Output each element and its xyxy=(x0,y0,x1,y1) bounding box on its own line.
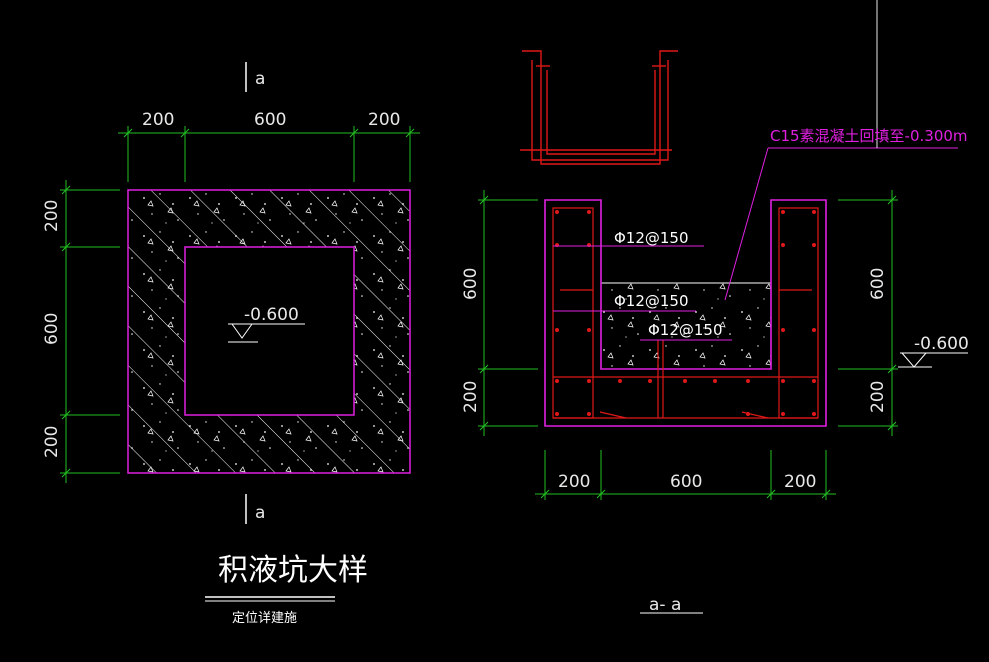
rebar-label-1: Φ12@150 xyxy=(614,229,689,247)
plan-subtitle: 定位详建施 xyxy=(232,611,297,626)
plan-level-label: -0.600 xyxy=(244,305,299,325)
plan-dim-left-1: 200 xyxy=(42,200,62,232)
plan-level-symbol xyxy=(228,323,305,343)
section-dim-right xyxy=(838,190,898,436)
section-dim-left-2: 200 xyxy=(461,381,481,413)
section-dim-left-1: 600 xyxy=(461,268,481,300)
section-fill xyxy=(601,283,771,369)
plan-dim-top xyxy=(118,126,420,182)
section-outline xyxy=(544,199,827,427)
rebar-detail xyxy=(520,50,678,165)
section-dim-right-2: 200 xyxy=(868,381,888,413)
plan-inner-outline xyxy=(184,246,355,416)
section-mark-top: a xyxy=(255,69,265,89)
plan-dim-left-3: 200 xyxy=(42,426,62,458)
section-dim-left xyxy=(478,190,538,436)
section-dim-bottom xyxy=(535,450,836,500)
section-level-symbol xyxy=(898,352,968,368)
section-rebar xyxy=(552,207,819,419)
rebar-label-3: Φ12@150 xyxy=(648,321,723,339)
plan-dim-left-2: 600 xyxy=(42,313,62,345)
section-view: Φ12@150 Φ12@150 Φ12@150 C15素混凝土回填至-0.300… xyxy=(461,0,969,615)
plan-outer-outline xyxy=(127,189,411,474)
section-note: C15素混凝土回填至-0.300m xyxy=(770,127,968,145)
rebar-label-2: Φ12@150 xyxy=(614,292,689,310)
section-dim-bottom-2: 600 xyxy=(670,472,702,492)
section-dim-bottom-3: 200 xyxy=(784,472,816,492)
plan-title: 积液坑大样 xyxy=(218,553,368,588)
plan-wall-speckle xyxy=(128,190,410,473)
note-leader xyxy=(724,147,958,301)
section-mark-bottom: a xyxy=(255,503,265,523)
plan-dim-left xyxy=(60,180,120,483)
plan-view: a a 200 600 200 2 xyxy=(42,62,420,626)
plan-dim-top-2: 600 xyxy=(254,110,286,130)
section-level-label: -0.600 xyxy=(914,334,969,354)
plan-dim-top-1: 200 xyxy=(142,110,174,130)
section-title: a- a xyxy=(649,595,681,615)
section-dim-bottom-1: 200 xyxy=(558,472,590,492)
plan-dim-top-3: 200 xyxy=(368,110,400,130)
rebar-leaders xyxy=(553,245,732,341)
section-dim-right-1: 600 xyxy=(868,268,888,300)
